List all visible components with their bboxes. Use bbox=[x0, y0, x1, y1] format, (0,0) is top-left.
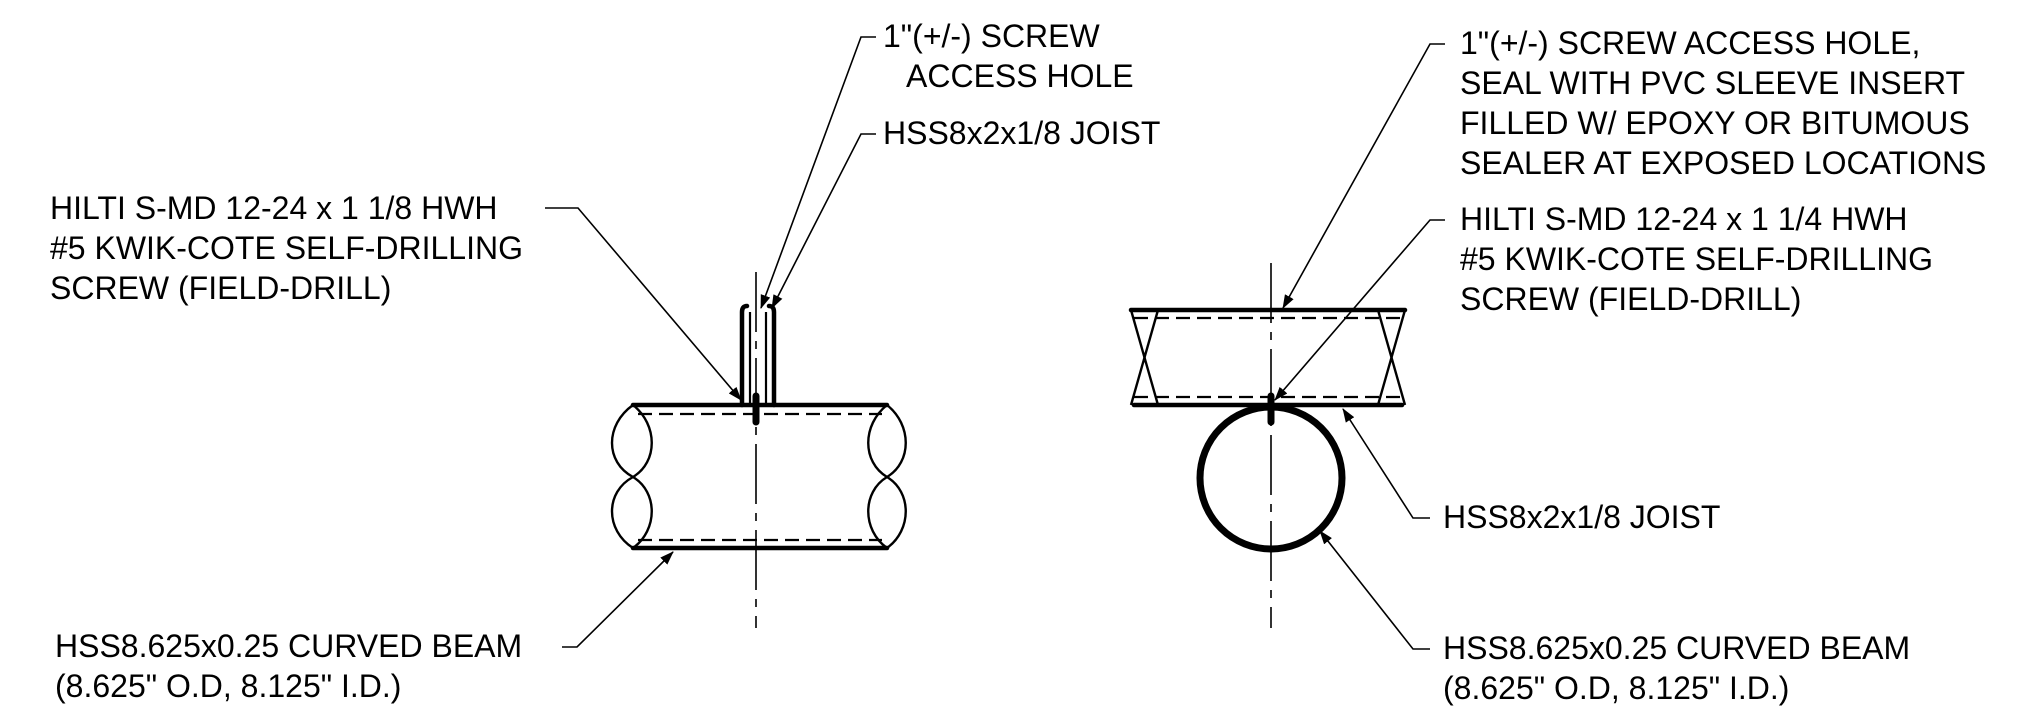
left-beam-note: HSS8.625x0.25 CURVED BEAM (8.625" O.D, 8… bbox=[55, 628, 531, 704]
right-screw-hole-note: 1"(+/-) SCREW ACCESS HOLE, SEAL WITH PVC… bbox=[1460, 25, 1986, 181]
right-detail: 1"(+/-) SCREW ACCESS HOLE, SEAL WITH PVC… bbox=[1128, 25, 1986, 706]
left-beam-leader bbox=[562, 551, 674, 648]
left-joist bbox=[739, 303, 777, 408]
left-screw-leader bbox=[545, 207, 742, 401]
left-detail: 1"(+/-) SCREW ACCESS HOLE HSS8x2x1/8 JOI… bbox=[50, 18, 1160, 704]
left-screw-note: HILTI S-MD 12-24 x 1 1/8 HWH #5 KWIK-COT… bbox=[50, 190, 532, 306]
right-screw-hole-leader bbox=[1282, 43, 1445, 309]
left-joist-leader bbox=[771, 133, 876, 309]
right-joist-leader bbox=[1342, 408, 1430, 519]
right-joist-note: HSS8x2x1/8 JOIST bbox=[1443, 499, 1720, 535]
right-screw-note: HILTI S-MD 12-24 x 1 1/4 HWH #5 KWIK-COT… bbox=[1460, 201, 1942, 317]
left-screw-hole-leader bbox=[760, 36, 876, 309]
right-screw-leader bbox=[1274, 219, 1445, 401]
left-joist-note: HSS8x2x1/8 JOIST bbox=[883, 115, 1160, 151]
left-curved-beam bbox=[610, 402, 907, 551]
right-beam-note: HSS8.625x0.25 CURVED BEAM (8.625" O.D, 8… bbox=[1443, 630, 1919, 706]
left-screw-hole-note: 1"(+/-) SCREW ACCESS HOLE bbox=[883, 18, 1134, 94]
right-joist bbox=[1128, 307, 1408, 408]
right-beam-leader bbox=[1319, 530, 1430, 650]
